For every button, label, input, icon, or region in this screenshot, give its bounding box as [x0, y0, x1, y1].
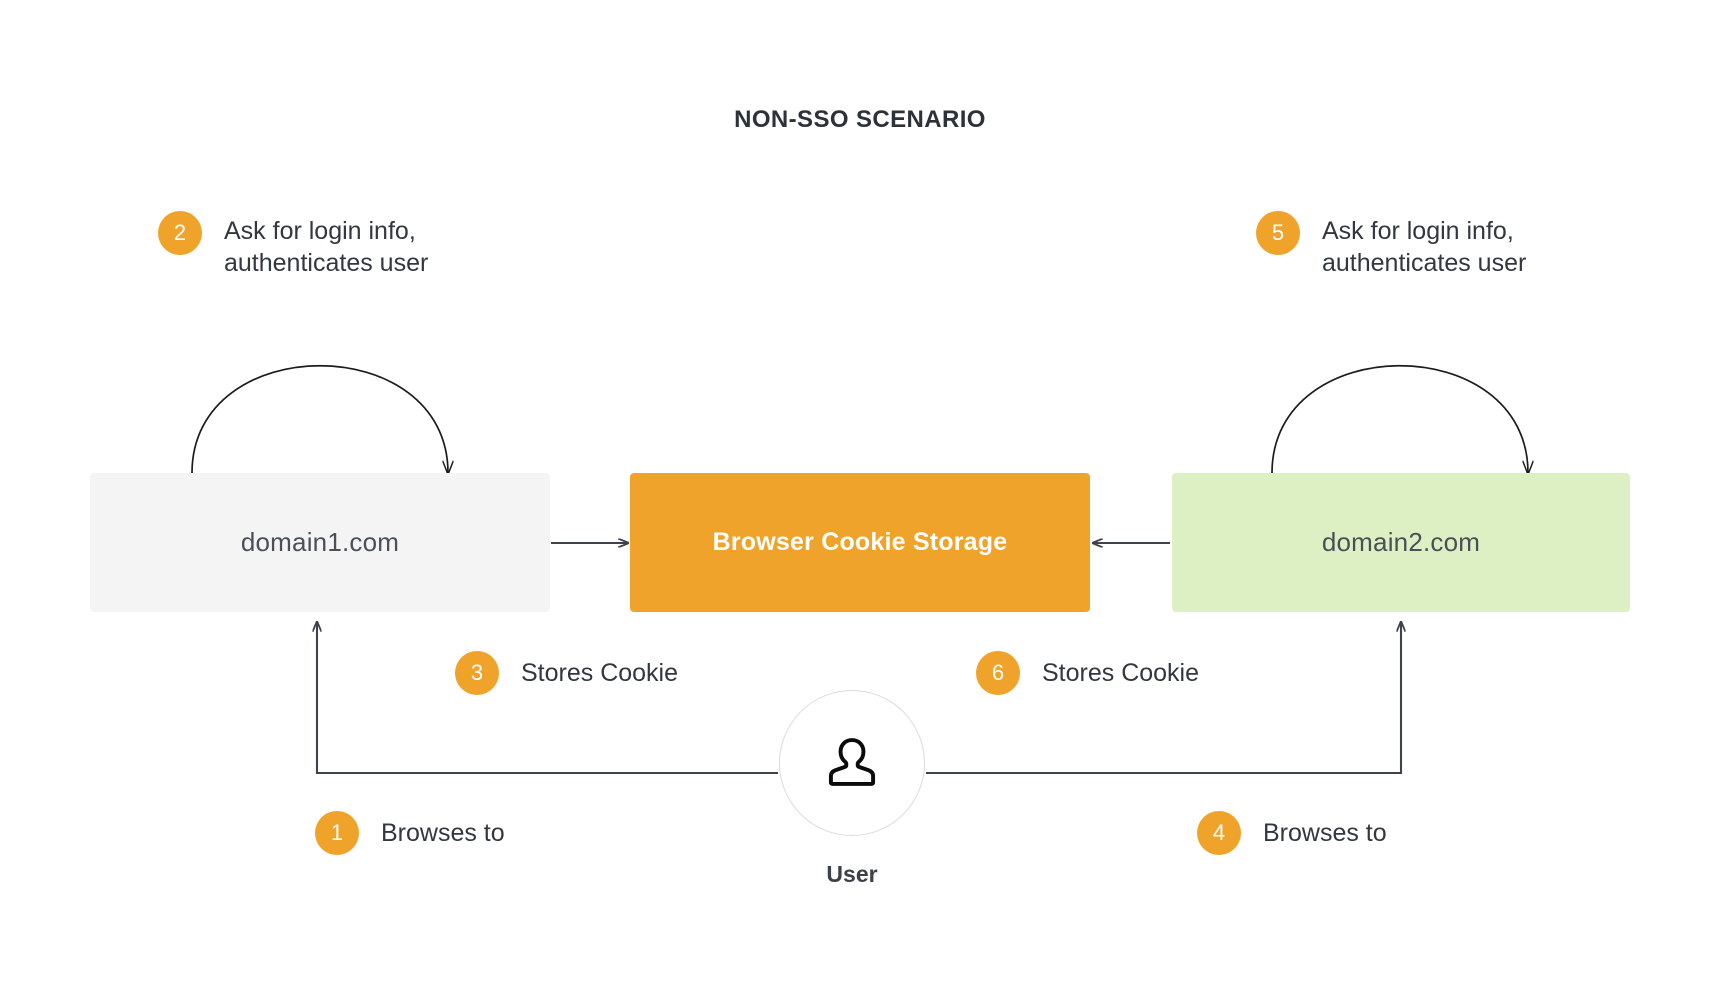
step-badge-4: 4 — [1197, 811, 1241, 855]
step-annotation-6: 6 Stores Cookie — [976, 651, 1199, 695]
step-badge-5: 5 — [1256, 211, 1300, 255]
arrow-step1-browse — [317, 622, 778, 775]
step-badge-3: 3 — [455, 651, 499, 695]
arrow-step4-browse — [926, 622, 1401, 775]
step-annotation-5: 5 Ask for login info, authenticates user — [1256, 211, 1526, 279]
step-annotation-1: 1 Browses to — [315, 811, 505, 855]
node-domain1[interactable]: domain1.com — [90, 473, 550, 612]
user-person-icon — [828, 738, 876, 786]
node-domain1-label: domain1.com — [240, 527, 400, 557]
page-title: NON-SSO SCENARIO — [734, 106, 986, 133]
step-badge-6: 6 — [976, 651, 1020, 695]
node-browser-cookie-storage[interactable]: Browser Cookie Storage — [630, 473, 1090, 612]
step-text-2: Ask for login info, authenticates user — [224, 217, 429, 277]
step-text-1: Browses to — [381, 819, 505, 847]
step-annotation-3: 3 Stores Cookie — [455, 651, 678, 695]
step-annotation-2: 2 Ask for login info, authenticates user — [158, 211, 428, 279]
step-text-6: Stores Cookie — [1042, 659, 1200, 687]
node-user-label: User — [826, 861, 878, 887]
step-text-4: Browses to — [1263, 819, 1387, 847]
step-text-3: Stores Cookie — [521, 659, 679, 687]
arrow-step5-loop — [1271, 364, 1528, 473]
node-domain2-label: domain2.com — [1321, 527, 1481, 557]
step-badge-1: 1 — [315, 811, 359, 855]
node-domain2[interactable]: domain2.com — [1172, 473, 1630, 612]
step-text-5: Ask for login info, authenticates user — [1322, 217, 1527, 277]
node-browser-cookie-storage-label: Browser Cookie Storage — [712, 528, 1008, 556]
step-annotation-4: 4 Browses to — [1197, 811, 1387, 855]
arrow-step2-loop — [191, 364, 448, 473]
node-user[interactable] — [779, 690, 925, 836]
step-badge-2: 2 — [158, 211, 202, 255]
